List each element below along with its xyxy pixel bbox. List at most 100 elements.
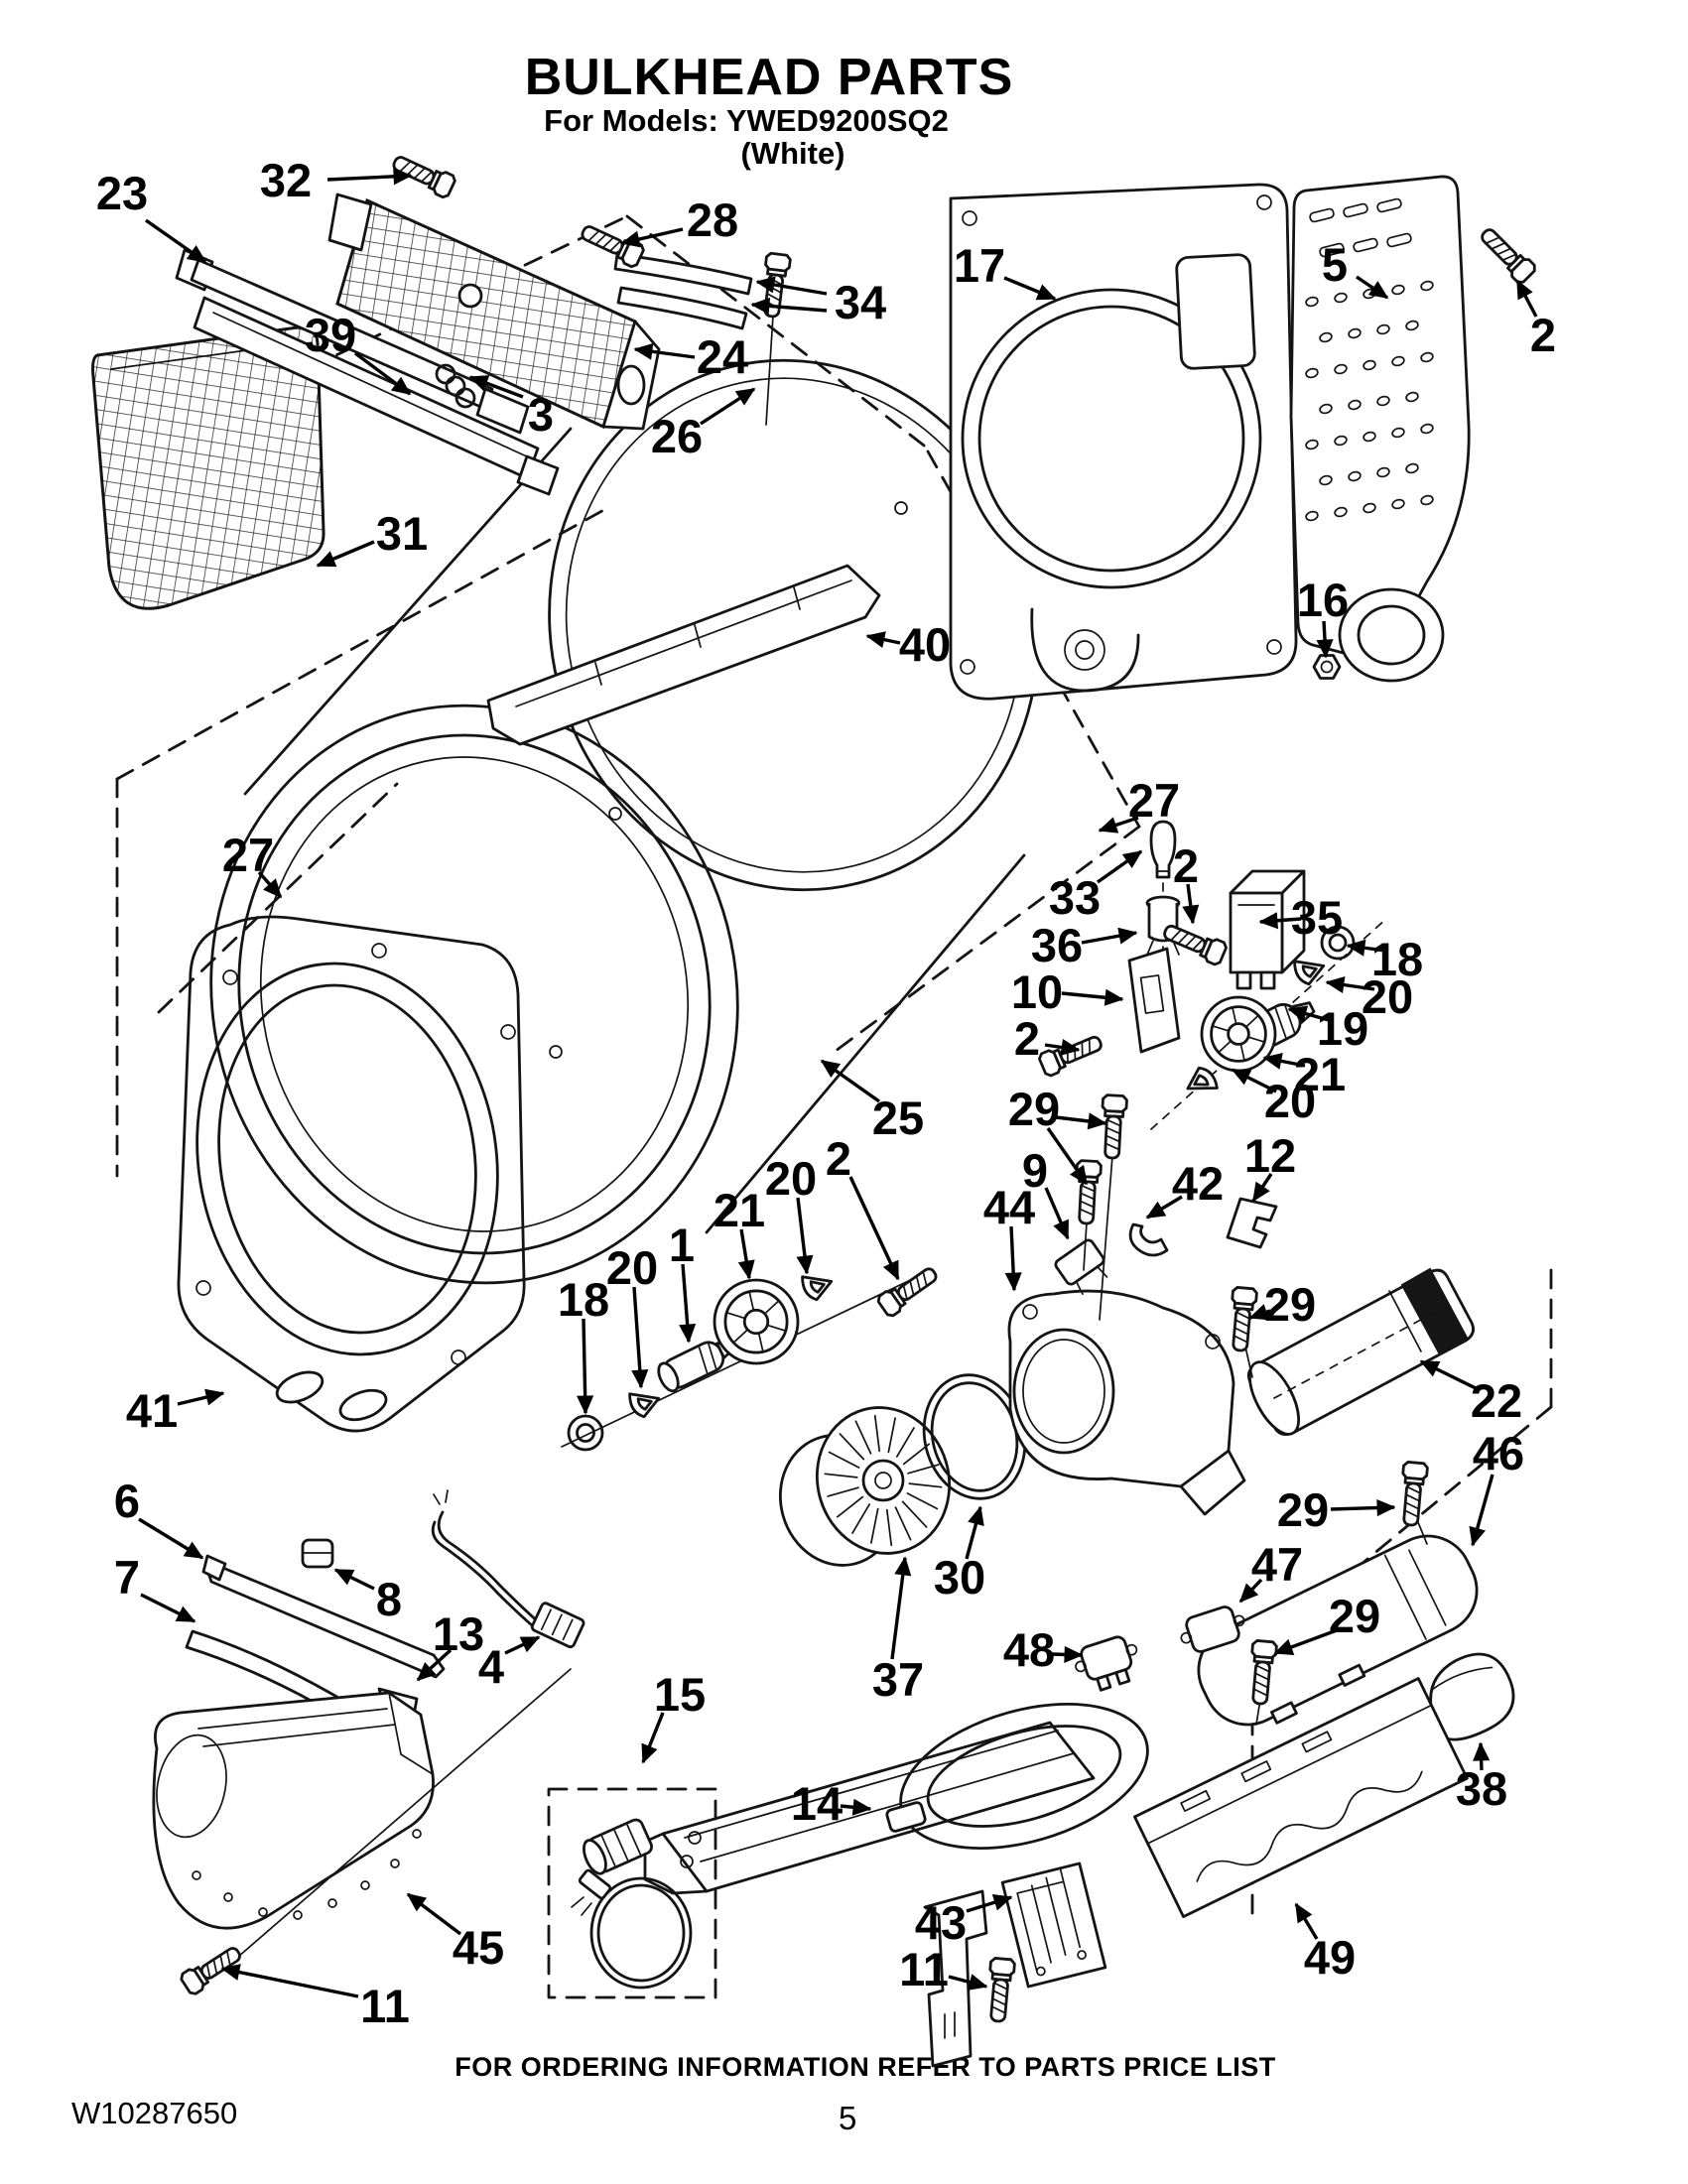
callout-37: 37: [872, 1653, 924, 1706]
callout-33: 33: [1049, 871, 1101, 924]
part-blower-wheel-37: [778, 1406, 952, 1567]
callout-2: 2: [1530, 309, 1556, 361]
callout-14: 14: [791, 1777, 843, 1830]
callout-arrow-18: [1346, 939, 1386, 957]
callout-32: 32: [260, 154, 312, 206]
callout-arrow-30: [965, 1505, 984, 1560]
part-bulb-kit-15: [547, 1787, 717, 1999]
tri-ring-clip: [1186, 1066, 1219, 1091]
part-spring-3: [435, 363, 476, 409]
callout-28: 28: [687, 193, 738, 246]
callout-30: 30: [934, 1551, 985, 1604]
callout-11: 11: [899, 1943, 949, 1995]
callout-20: 20: [606, 1241, 658, 1294]
part-roller-shaft-1: [657, 1339, 736, 1393]
part-heater-assembly-14: [643, 1703, 1149, 1895]
part-bracket-12: [1226, 1197, 1278, 1249]
part-lint-chute-45: [152, 1691, 435, 1930]
callout-18: 18: [1371, 933, 1423, 985]
callout-arrow-23: [145, 218, 207, 264]
part-washer-18-left: [567, 1414, 604, 1452]
part-thermistor-9: [1054, 1238, 1108, 1295]
callout-arrow-21: [1262, 1052, 1306, 1070]
part-bracket-10: [1127, 947, 1181, 1054]
part-lint-grille-24: [327, 193, 661, 431]
callout-arrow-2: [1515, 279, 1538, 318]
callout-arrow-40: [865, 631, 901, 648]
callout-12: 12: [1244, 1129, 1296, 1182]
callout-arrow-27: [1098, 816, 1139, 834]
callout-arrow-35: [1258, 912, 1302, 930]
callout-19: 19: [1317, 1002, 1368, 1055]
callout-arrow-38: [1473, 1741, 1491, 1771]
callout-20: 20: [1264, 1075, 1316, 1127]
callout-arrow-22: [1419, 1359, 1479, 1391]
callout-6: 6: [114, 1475, 140, 1527]
callout-arrow-26: [700, 387, 756, 426]
callout-3: 3: [528, 388, 554, 441]
callout-2: 2: [826, 1132, 851, 1185]
callout-arrow-15: [641, 1712, 665, 1764]
callout-29: 29: [1008, 1083, 1060, 1135]
callout-arrow-37: [890, 1556, 912, 1660]
callout-arrow-49: [1294, 1902, 1319, 1940]
part-front-bulkhead-41: [177, 915, 526, 1433]
callout-26: 26: [651, 410, 703, 462]
callout-arrow-18: [577, 1318, 594, 1415]
footer-note: FOR ORDERING INFORMATION REFER TO PARTS …: [454, 2052, 1276, 2082]
part-felt-seals-34: [613, 252, 753, 330]
document-number: W10287650: [71, 2096, 238, 2130]
callout-arrow-29: [1055, 1112, 1107, 1130]
callout-46: 46: [1473, 1427, 1524, 1479]
callout-15: 15: [654, 1668, 706, 1721]
alignment-lines: [237, 315, 1428, 1958]
callout-arrow-2: [848, 1176, 900, 1281]
callout-arrow-29: [1248, 1304, 1271, 1321]
callout-48: 48: [1003, 1623, 1055, 1676]
callout-arrow-1: [679, 1263, 697, 1344]
callout-arrow-14: [840, 1798, 872, 1816]
screw: [988, 1957, 1016, 2023]
callout-45: 45: [453, 1921, 504, 1974]
callout-arrow-20: [796, 1197, 814, 1275]
callout-arrow-13: [416, 1648, 453, 1682]
callout-2: 2: [1173, 839, 1199, 892]
callout-arrow-3: [468, 375, 524, 399]
callout-1: 1: [669, 1219, 695, 1271]
callout-4: 4: [478, 1640, 504, 1693]
callout-27: 27: [1128, 774, 1180, 827]
callout-17: 17: [954, 239, 1005, 292]
part-drum-25: [209, 358, 1040, 1285]
screw: [1481, 228, 1536, 284]
callout-arrow-25: [820, 1059, 880, 1103]
callout-arrow-44: [1004, 1225, 1022, 1292]
callout-arrow-2: [1044, 1039, 1081, 1056]
callout-21: 21: [1294, 1048, 1346, 1100]
screw: [1401, 1461, 1429, 1527]
callout-arrow-34: [750, 297, 828, 315]
part-bulb-33: [1149, 820, 1177, 879]
callout-35: 35: [1291, 891, 1343, 944]
callout-21: 21: [714, 1184, 765, 1236]
callout-arrow-36: [1081, 927, 1138, 945]
callout-arrow-48: [1051, 1645, 1084, 1663]
callout-27: 27: [222, 829, 274, 881]
callout-25: 25: [872, 1092, 924, 1144]
part-damper-rails-39: [175, 248, 560, 496]
screw: [581, 225, 645, 269]
callout-arrow-5: [1356, 275, 1389, 300]
callout-2: 2: [1014, 1012, 1040, 1065]
callout-29: 29: [1277, 1483, 1329, 1536]
callout-arrow-11: [220, 1964, 359, 1998]
callout-arrow-46: [1469, 1474, 1494, 1547]
callout-arrow-29: [1273, 1628, 1338, 1655]
callout-42: 42: [1172, 1157, 1224, 1210]
callout-arrow-42: [1145, 1195, 1183, 1220]
callout-arrow-8: [333, 1568, 375, 1591]
callout-arrow-2: [1182, 883, 1200, 925]
screw: [1038, 1035, 1103, 1078]
callout-arrow-20: [1231, 1068, 1277, 1093]
callout-arrow-41: [177, 1388, 225, 1406]
callout-8: 8: [376, 1573, 402, 1625]
part-harness-4: [431, 1489, 585, 1649]
